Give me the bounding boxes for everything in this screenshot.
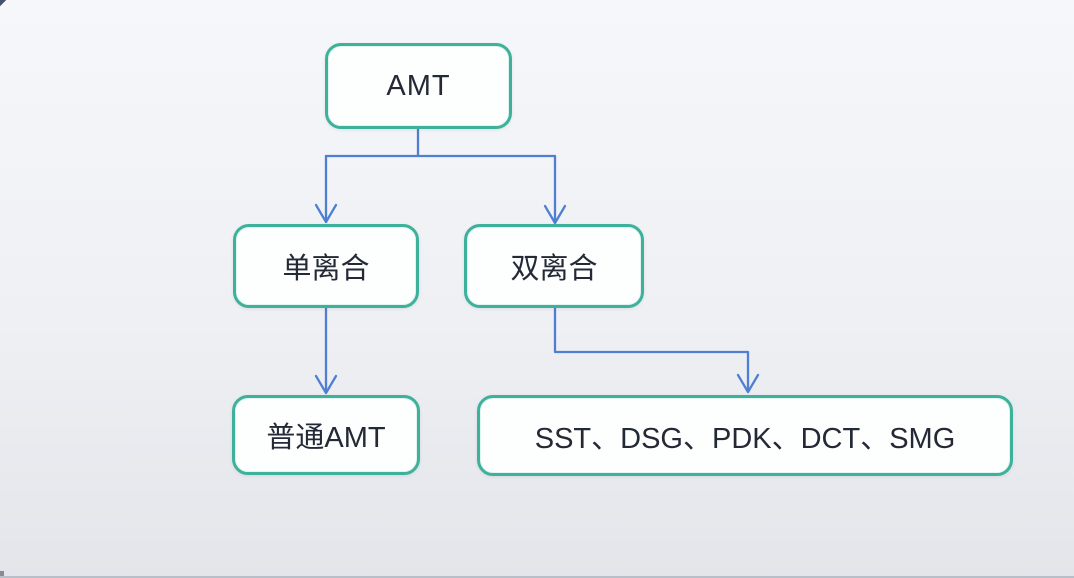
arrowhead-icon [314, 374, 338, 395]
arrowhead-icon [543, 204, 567, 225]
node-single-clutch: 单离合 [233, 224, 419, 308]
node-amt: AMT [325, 43, 512, 129]
bottom-edge-divider [0, 576, 1074, 578]
corner-artifact-bottom-left [0, 571, 4, 576]
node-dual-clutch-types: SST、DSG、PDK、DCT、SMG [477, 395, 1013, 476]
node-single-clutch-label: 单离合 [282, 253, 370, 285]
edge-dual-clutch-to-types [553, 306, 750, 393]
node-dual-clutch: 双离合 [464, 224, 644, 308]
arrowhead-icon [314, 203, 338, 224]
node-ordinary-amt-label: 普通AMT [266, 422, 386, 454]
node-ordinary-amt: 普通AMT [232, 395, 420, 475]
node-dual-clutch-types-label: SST、DSG、PDK、DCT、SMG [534, 422, 956, 455]
arrowhead-icon [736, 373, 760, 394]
corner-artifact-top-left [0, 0, 8, 8]
node-dual-clutch-label: 双离合 [510, 253, 598, 285]
node-amt-label: AMT [386, 69, 451, 102]
